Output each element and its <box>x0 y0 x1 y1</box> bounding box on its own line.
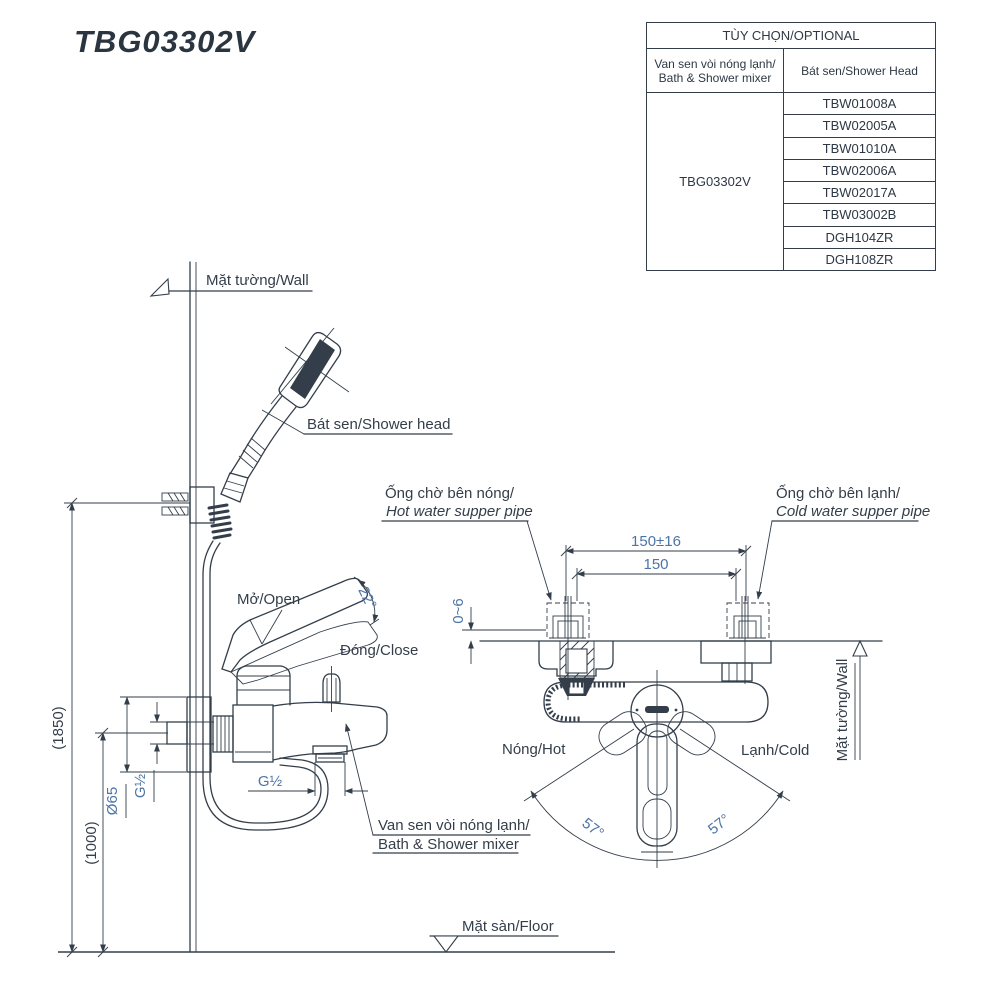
hot-pipe-label-en: Hot water supper pipe <box>386 503 533 520</box>
pitch-dim: 150 <box>643 556 668 573</box>
hot-elbow <box>538 596 614 700</box>
col-header-mixer-line2: Bath & Shower mixer <box>658 70 772 85</box>
floor-datum-icon <box>432 935 460 953</box>
shower-bracket <box>161 486 215 524</box>
escutcheon-diameter-dim: Ø65 <box>104 787 121 815</box>
col-header-mixer-line1: Van sen vòi nóng lạnh/ <box>654 56 776 71</box>
model-cell: TBG03302V <box>679 174 751 190</box>
outlet-thread-dim: G½ <box>248 762 368 796</box>
wall-datum-right: Mặt tường/Wall <box>834 639 868 762</box>
swing-left-dim: 57° <box>579 815 607 842</box>
swing-right-dim: 57° <box>705 811 733 838</box>
hot-pipe-label-vi: Ống chờ bên nóng/ <box>385 484 515 502</box>
front-view: 150±16 150 0~6 <box>381 484 930 868</box>
escutcheon-dim: Ø65 <box>104 696 186 818</box>
inlet-thread-dim: G½ <box>132 702 214 802</box>
table-row: TBW02005A <box>784 114 935 136</box>
cold-connection <box>700 596 772 684</box>
hand-shower <box>202 327 350 831</box>
outlet-thread-label: G½ <box>258 773 283 790</box>
wall-datum-arrow-right-icon <box>852 639 868 657</box>
table-row: TBW01010A <box>784 136 935 159</box>
pitch-tolerance-dim: 150±16 <box>631 533 681 550</box>
table-row: TBW02017A <box>784 181 935 203</box>
table-row: TBW01008A <box>822 96 897 111</box>
open-label: Mở/Open <box>237 591 300 608</box>
inlet-thread-label: G½ <box>132 773 149 798</box>
wall-gap-label: 0~6 <box>450 598 467 623</box>
table-body: TBG03302V TBW01008A TBW02005A TBW01010A … <box>647 93 935 271</box>
col-header-shower-head: Bát sen/Shower Head <box>783 49 935 92</box>
table-row: TBW02006A <box>784 158 935 181</box>
height-dimensions: (1850) (1000) <box>50 497 190 958</box>
cold-pipe-label-en: Cold water supper pipe <box>776 503 930 520</box>
swing-arc <box>530 790 784 861</box>
cold-label: Lạnh/Cold <box>741 742 809 759</box>
spray-face <box>290 339 335 399</box>
close-label: Đóng/Close <box>340 642 418 659</box>
mixer-height-dim: (1000) <box>83 821 100 864</box>
shower-head-label: Bát sen/Shower head <box>307 416 450 433</box>
shower-head-list: TBW01008A TBW02005A TBW01010A TBW02006A … <box>783 93 935 271</box>
mixer-label-en: Bath & Shower mixer <box>378 836 519 853</box>
hot-label: Nóng/Hot <box>502 741 566 758</box>
floor-label: Mặt sàn/Floor <box>462 918 554 935</box>
side-view: Mặt tường/Wall <box>50 261 615 958</box>
optional-parts-table: TÙY CHỌN/OPTIONAL Van sen vòi nóng lạnh/… <box>646 22 936 272</box>
spout <box>272 701 388 761</box>
hose-coil <box>207 503 233 540</box>
table-row: TBW03002B <box>784 203 935 225</box>
shower-hose <box>202 540 329 831</box>
col-header-mixer: Van sen vòi nóng lạnh/ Bath & Shower mix… <box>647 49 783 92</box>
mixer-label-vi: Van sen vòi nóng lạnh/ <box>378 817 530 834</box>
diverter-knob <box>322 673 341 703</box>
pitch-dimensions: 150±16 150 <box>560 533 752 601</box>
cold-supply-pipe <box>726 596 770 639</box>
lever-closed <box>230 621 378 685</box>
table-row: DGH104ZR <box>784 225 935 248</box>
wall-right-label: Mặt tường/Wall <box>834 659 851 762</box>
shower-height-dim: (1850) <box>50 706 67 749</box>
wall-datum-arrow-icon <box>149 277 170 297</box>
table-column-headers: Van sen vòi nóng lạnh/ Bath & Shower mix… <box>647 49 935 93</box>
product-code-title: TBG03302V <box>74 24 256 59</box>
lever-angle-arc <box>357 579 379 623</box>
cold-pipe-label-vi: Ống chờ bên lạnh/ <box>776 484 901 502</box>
table-row: DGH108ZR <box>784 248 935 270</box>
lever-angle-dim: 22° <box>354 584 379 612</box>
mixer-front-body <box>523 670 791 868</box>
wall-gap-dim: 0~6 <box>450 598 546 664</box>
table-header: TÙY CHỌN/OPTIONAL <box>647 23 935 49</box>
wall-top-label: Mặt tường/Wall <box>206 272 309 289</box>
